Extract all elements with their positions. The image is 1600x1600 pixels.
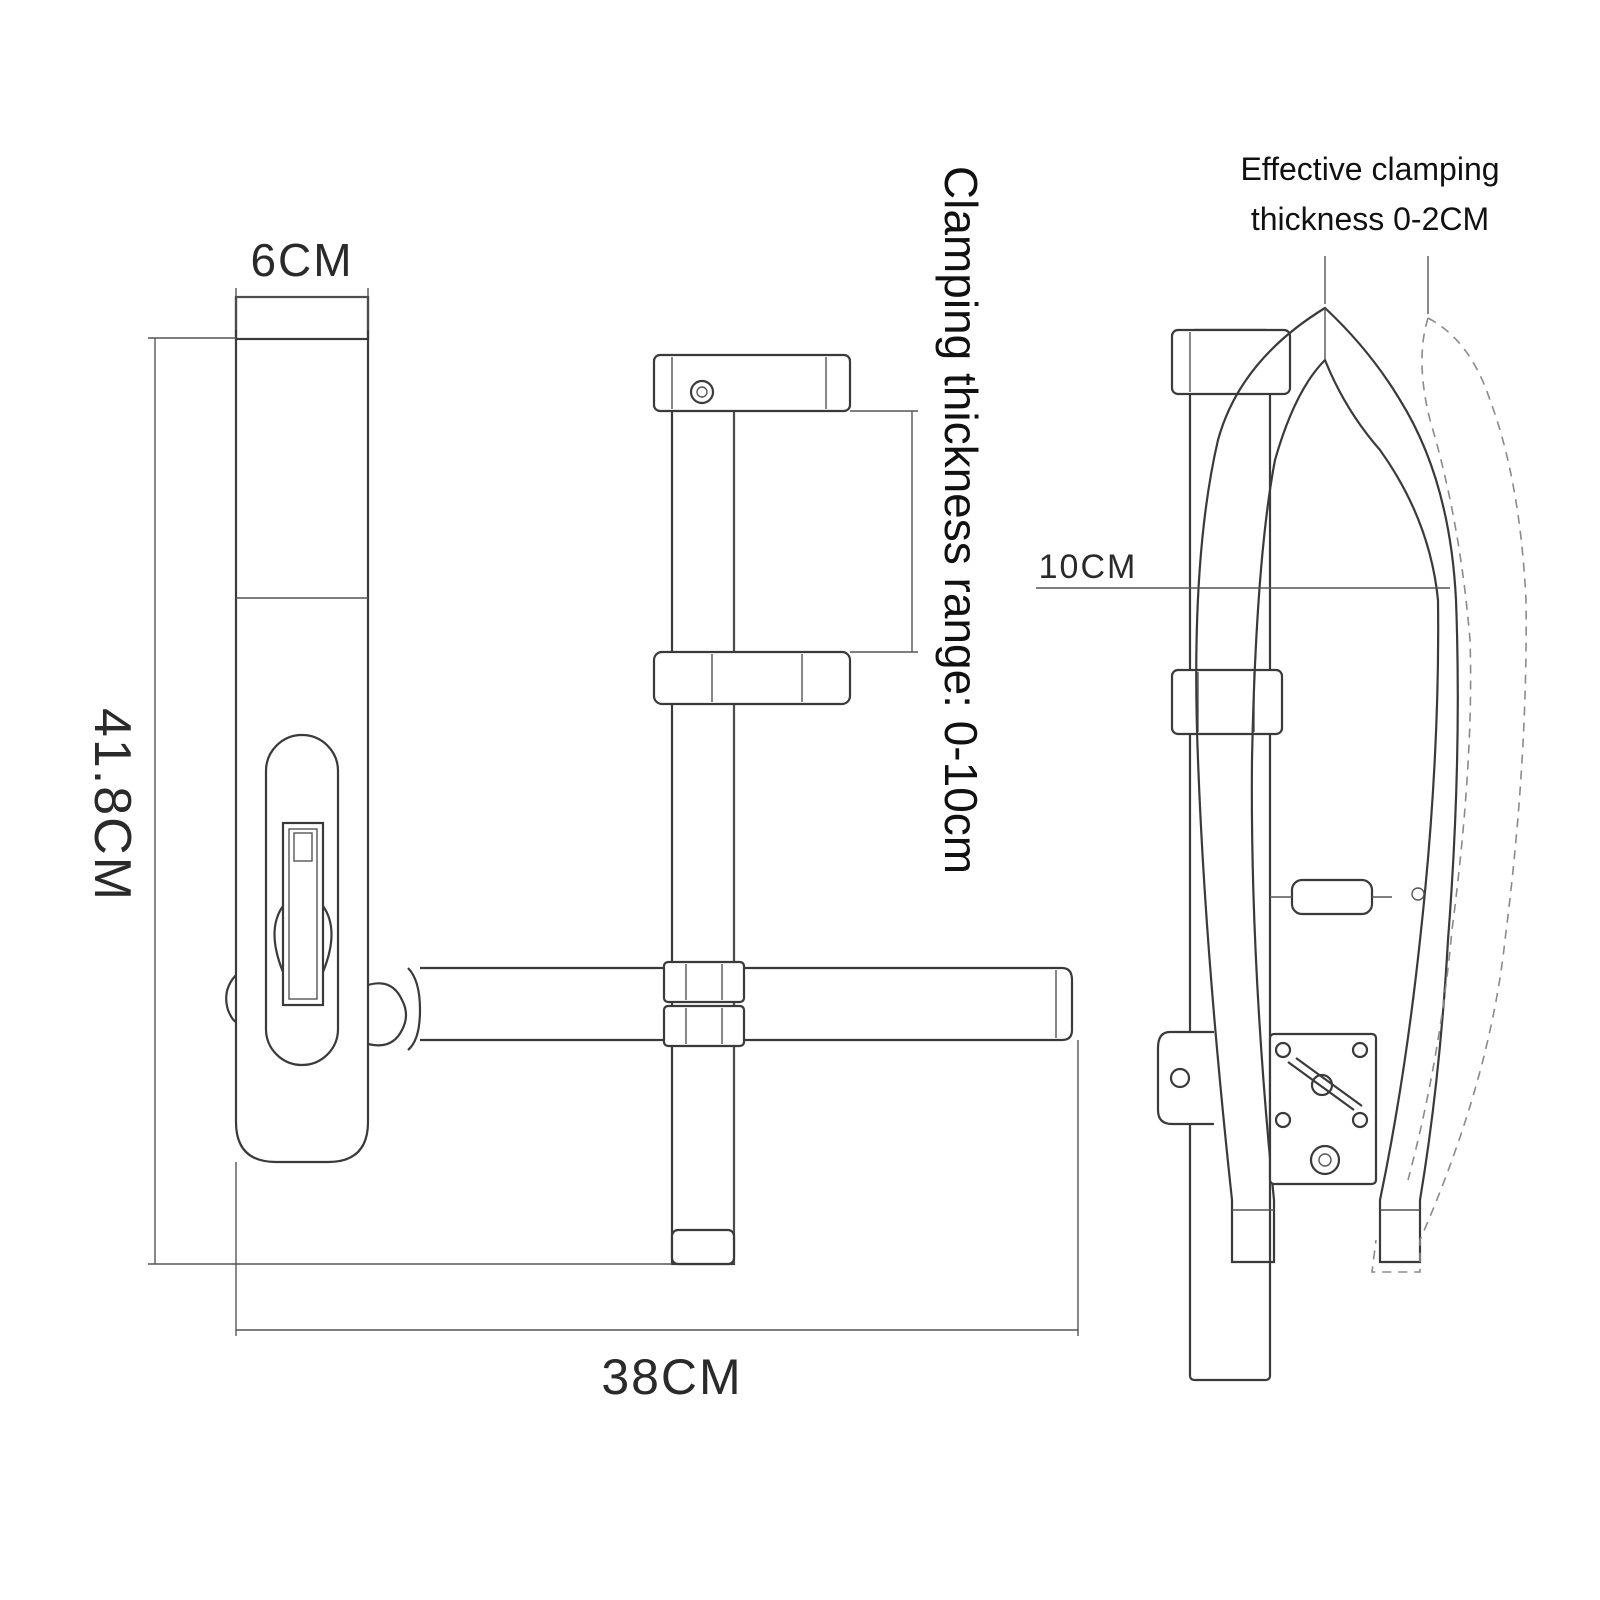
bar-collars bbox=[662, 960, 746, 1048]
side-mechanism bbox=[1268, 1032, 1378, 1186]
lower-clamp-jaw bbox=[652, 650, 852, 706]
width-total-label: 38CM bbox=[601, 1349, 742, 1405]
height-total-label: 41.8CM bbox=[83, 708, 141, 902]
side-view-drawing bbox=[1036, 256, 1527, 1382]
side-width-label: 10CM bbox=[1039, 548, 1138, 586]
dimension-lines-side bbox=[1036, 256, 1450, 589]
clamp-range-label: Clamping thickness range: 0-10cm bbox=[935, 166, 987, 874]
effective-clamp-line2: thickness 0-2CM bbox=[1251, 201, 1489, 237]
dimension-lines-front bbox=[148, 288, 1079, 1336]
shackle-dashed-outline bbox=[1371, 317, 1527, 1273]
front-view-drawing bbox=[148, 288, 1079, 1336]
width-top-label: 6CM bbox=[250, 234, 353, 286]
u-shackle bbox=[1195, 306, 1459, 1264]
effective-clamp-line1: Effective clamping bbox=[1240, 151, 1499, 187]
clamp-post bbox=[670, 396, 736, 1266]
handle-body bbox=[225, 295, 370, 1164]
horizontal-bar bbox=[367, 966, 1074, 1051]
top-clamp-jaw bbox=[652, 353, 852, 413]
side-crossbar bbox=[1270, 878, 1425, 916]
